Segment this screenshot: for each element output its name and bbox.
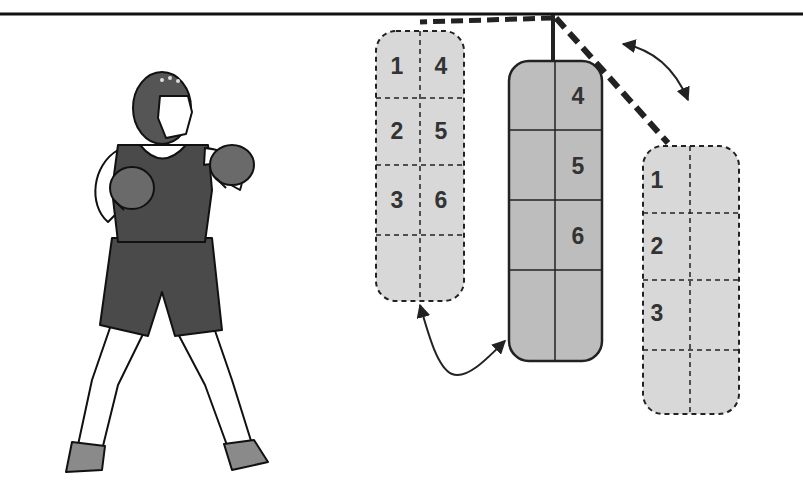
swing-arrow: [623, 44, 688, 100]
swing-rope-left: [420, 18, 553, 22]
zone-number: 2: [651, 235, 664, 258]
glove-cuff: [114, 200, 124, 210]
zone-number: 3: [391, 189, 404, 212]
zone-number: 1: [391, 55, 404, 78]
bag-body: [509, 61, 602, 361]
headgear-vent: [168, 76, 172, 80]
zone-divider: [376, 164, 464, 166]
boxer-illustration: [66, 72, 268, 472]
ceiling-line: [0, 13, 803, 16]
zone-number: 5: [572, 155, 585, 178]
boxing-glove: [110, 167, 154, 209]
zone-divider: [643, 212, 739, 214]
bag-rope: [551, 15, 555, 62]
punching-bag: 4 5 6: [508, 60, 603, 362]
bag-outline: [508, 60, 603, 362]
zone-divider: [554, 61, 556, 361]
zone-divider: [376, 97, 464, 99]
zone-number: 1: [651, 169, 664, 192]
zone-divider: [509, 199, 602, 201]
bag-body: [376, 31, 464, 301]
headgear-vent: [160, 78, 164, 82]
zone-divider: [643, 279, 739, 281]
bag-outline: [375, 30, 465, 302]
boxer-neck: [140, 145, 186, 159]
zone-number: 4: [435, 55, 448, 78]
swing-arrow: [420, 305, 505, 375]
zone-number: 2: [391, 120, 404, 143]
zone-divider: [509, 269, 602, 271]
punching-bag: 1 2 3: [642, 145, 740, 415]
boxer-shoe: [66, 442, 105, 472]
boxer-face: [158, 96, 192, 138]
boxer-headgear: [133, 72, 191, 144]
zone-number: 6: [435, 189, 448, 212]
headgear-vent: [176, 79, 180, 83]
zone-divider: [376, 234, 464, 236]
boxer-shoe: [224, 440, 268, 470]
punching-bag: 1 4 2 5 3 6: [375, 30, 465, 302]
zone-divider: [643, 349, 739, 351]
boxer-leg: [175, 322, 252, 448]
bag-body: [643, 146, 739, 414]
glove-cuff: [216, 178, 226, 188]
zone-number: 5: [435, 120, 448, 143]
zone-number: 3: [651, 302, 664, 325]
boxer-leg: [78, 322, 145, 450]
zone-divider: [419, 31, 421, 301]
boxer-shorts: [100, 238, 222, 336]
zone-number: 6: [572, 225, 585, 248]
zone-number: 4: [572, 85, 585, 108]
zone-divider: [509, 129, 602, 131]
